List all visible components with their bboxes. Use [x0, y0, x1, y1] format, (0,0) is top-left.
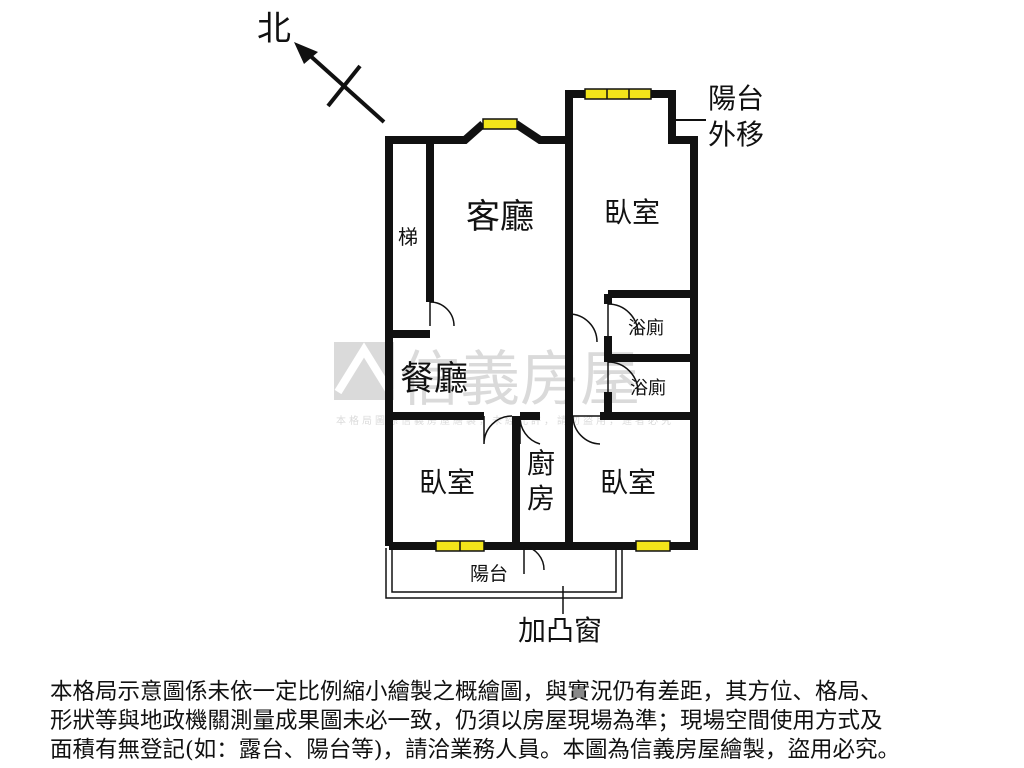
- compass-cross-icon: [326, 64, 362, 108]
- watermark-logo-mark-icon: [334, 342, 394, 395]
- door-living-icon: [568, 313, 598, 343]
- room-kitchen-line1: 廚: [527, 447, 555, 480]
- door-bath-lower-icon: [607, 361, 639, 393]
- compass-north-label: 北: [257, 9, 291, 49]
- room-bathroom-lower: 浴廁: [630, 377, 666, 399]
- room-bedroom-bottom-left: 臥室: [419, 466, 475, 499]
- doors: [429, 301, 639, 574]
- balcony-outer-outline: [385, 548, 623, 599]
- room-balcony: 陽台: [470, 563, 508, 585]
- annotation-balcony-moved-line2: 外移: [708, 118, 764, 151]
- walls: [385, 90, 706, 550]
- room-living: 客廳: [466, 197, 534, 237]
- compass-arrowhead-icon: [294, 42, 318, 64]
- door-stairs-icon: [429, 301, 455, 327]
- window-bedroom-bottom-right-icon: [635, 540, 671, 552]
- watermark-brand: 信義房屋: [400, 345, 640, 415]
- annotation-balcony-moved-line1: 陽台: [708, 82, 764, 115]
- watermark: 信義房屋 本格局圖係信義房屋繪製，未經允許，請勿盜用，違者必究: [334, 342, 671, 427]
- wall-right-bedroom: [565, 90, 698, 416]
- notice-line-3: 面積有無登記(如：露台、陽台等)，請洽業務人員。本圖為信義房屋繪製，盜用必究。: [50, 737, 901, 763]
- room-bathroom-upper: 浴廁: [628, 317, 664, 339]
- door-bath-upper-icon: [607, 303, 639, 336]
- door-kitchen-icon: [519, 415, 541, 445]
- windows: [435, 88, 671, 552]
- notice-line-2: 形狀等與地政機關測量成果圖未必一致，仍須以房屋現場為準；現場空間使用方式及: [50, 708, 883, 734]
- room-dining: 餐廳: [400, 359, 468, 399]
- room-bedroom-top-right: 臥室: [604, 196, 660, 229]
- wall-bottom: [389, 416, 698, 550]
- room-labels: 客廳 梯 餐廳 臥室 浴廁 浴廁 臥室 臥室 廚 房 陽台 陽台 外移 加凸窗: [398, 82, 764, 647]
- notice-line-1: 本格局示意圖係未依一定比例縮小繪製之概繪圖，與實況仍有差距，其方位、格局、: [50, 679, 883, 705]
- compass: 北: [257, 9, 386, 124]
- room-bedroom-bottom-right: 臥室: [600, 466, 656, 499]
- door-bedroom-left-icon: [483, 415, 513, 445]
- room-stairs: 梯: [398, 225, 418, 249]
- window-living-icon: [482, 118, 518, 130]
- balcony: [385, 548, 623, 614]
- room-kitchen-line2: 房: [527, 482, 555, 515]
- annotation-bay-window: 加凸窗: [518, 614, 602, 647]
- disclaimer-notice: 本格局示意圖係未依一定比例縮小繪製之概繪圖，與實況仍有差距，其方位、格局、 形狀…: [50, 678, 1000, 765]
- door-balcony-icon: [523, 545, 545, 574]
- door-bedroom-right-icon: [572, 415, 601, 445]
- balcony-inner-outline: [391, 548, 617, 593]
- wall-top-living: [513, 120, 569, 144]
- window-bedroom-top-icon: [584, 88, 652, 100]
